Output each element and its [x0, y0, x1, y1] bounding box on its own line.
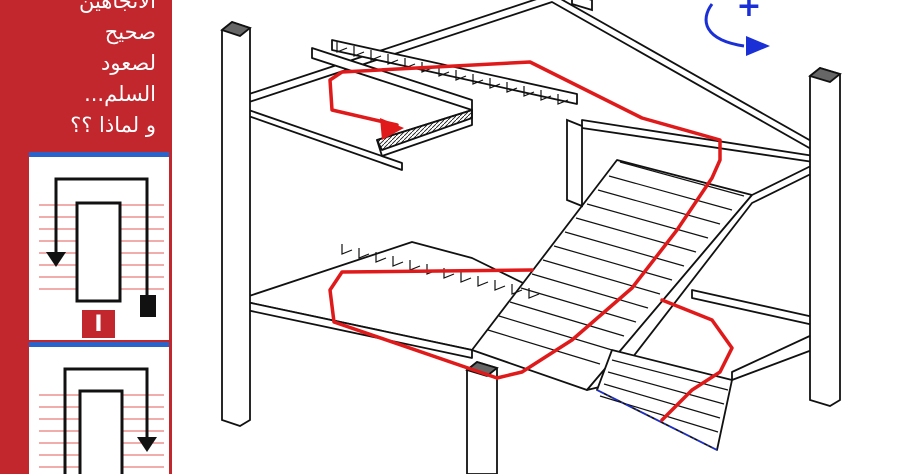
- option-1-panel[interactable]: I: [29, 152, 169, 340]
- arrow-down-icon: [46, 252, 66, 267]
- option-1-plan-diagram: I: [39, 177, 164, 338]
- arrow-down-icon: [137, 437, 157, 452]
- walking-path-lower-line: [660, 298, 734, 422]
- column-right: [809, 67, 841, 407]
- question-text: الاتجاهين صحيح لصعود السلم... و لماذا ؟؟: [8, 0, 156, 141]
- rotation-symbol: +: [736, 0, 761, 24]
- column-top: [571, 0, 593, 12]
- path-arrow-icon: [380, 118, 404, 140]
- question-sidebar: الاتجاهين صحيح لصعود السلم... و لماذا ؟؟…: [0, 0, 172, 474]
- question-line: لصعود: [101, 51, 156, 75]
- upper-slab-back-edge: [581, 119, 828, 165]
- option-2-plan-diagram: II: [39, 367, 164, 474]
- question-line: صحيح: [104, 20, 156, 44]
- rotation-arc: [704, 3, 745, 48]
- base-axis-line: [596, 389, 718, 451]
- column-left: [221, 20, 251, 427]
- option-2-panel[interactable]: II: [29, 342, 169, 474]
- rotation-arrow-icon: [746, 36, 770, 56]
- question-line: و لماذا ؟؟: [70, 113, 156, 137]
- column-front: [466, 361, 498, 474]
- walking-path-line: [328, 60, 722, 380]
- start-marker: [140, 295, 156, 317]
- staircase-diagram: +: [220, 0, 842, 474]
- option-label: I: [94, 312, 102, 337]
- upper-landing-edge: [376, 109, 473, 151]
- question-line: السلم...: [84, 82, 156, 106]
- question-line: الاتجاهين: [78, 0, 156, 13]
- column-back: [566, 118, 583, 208]
- upper-slab-edge: [236, 105, 403, 171]
